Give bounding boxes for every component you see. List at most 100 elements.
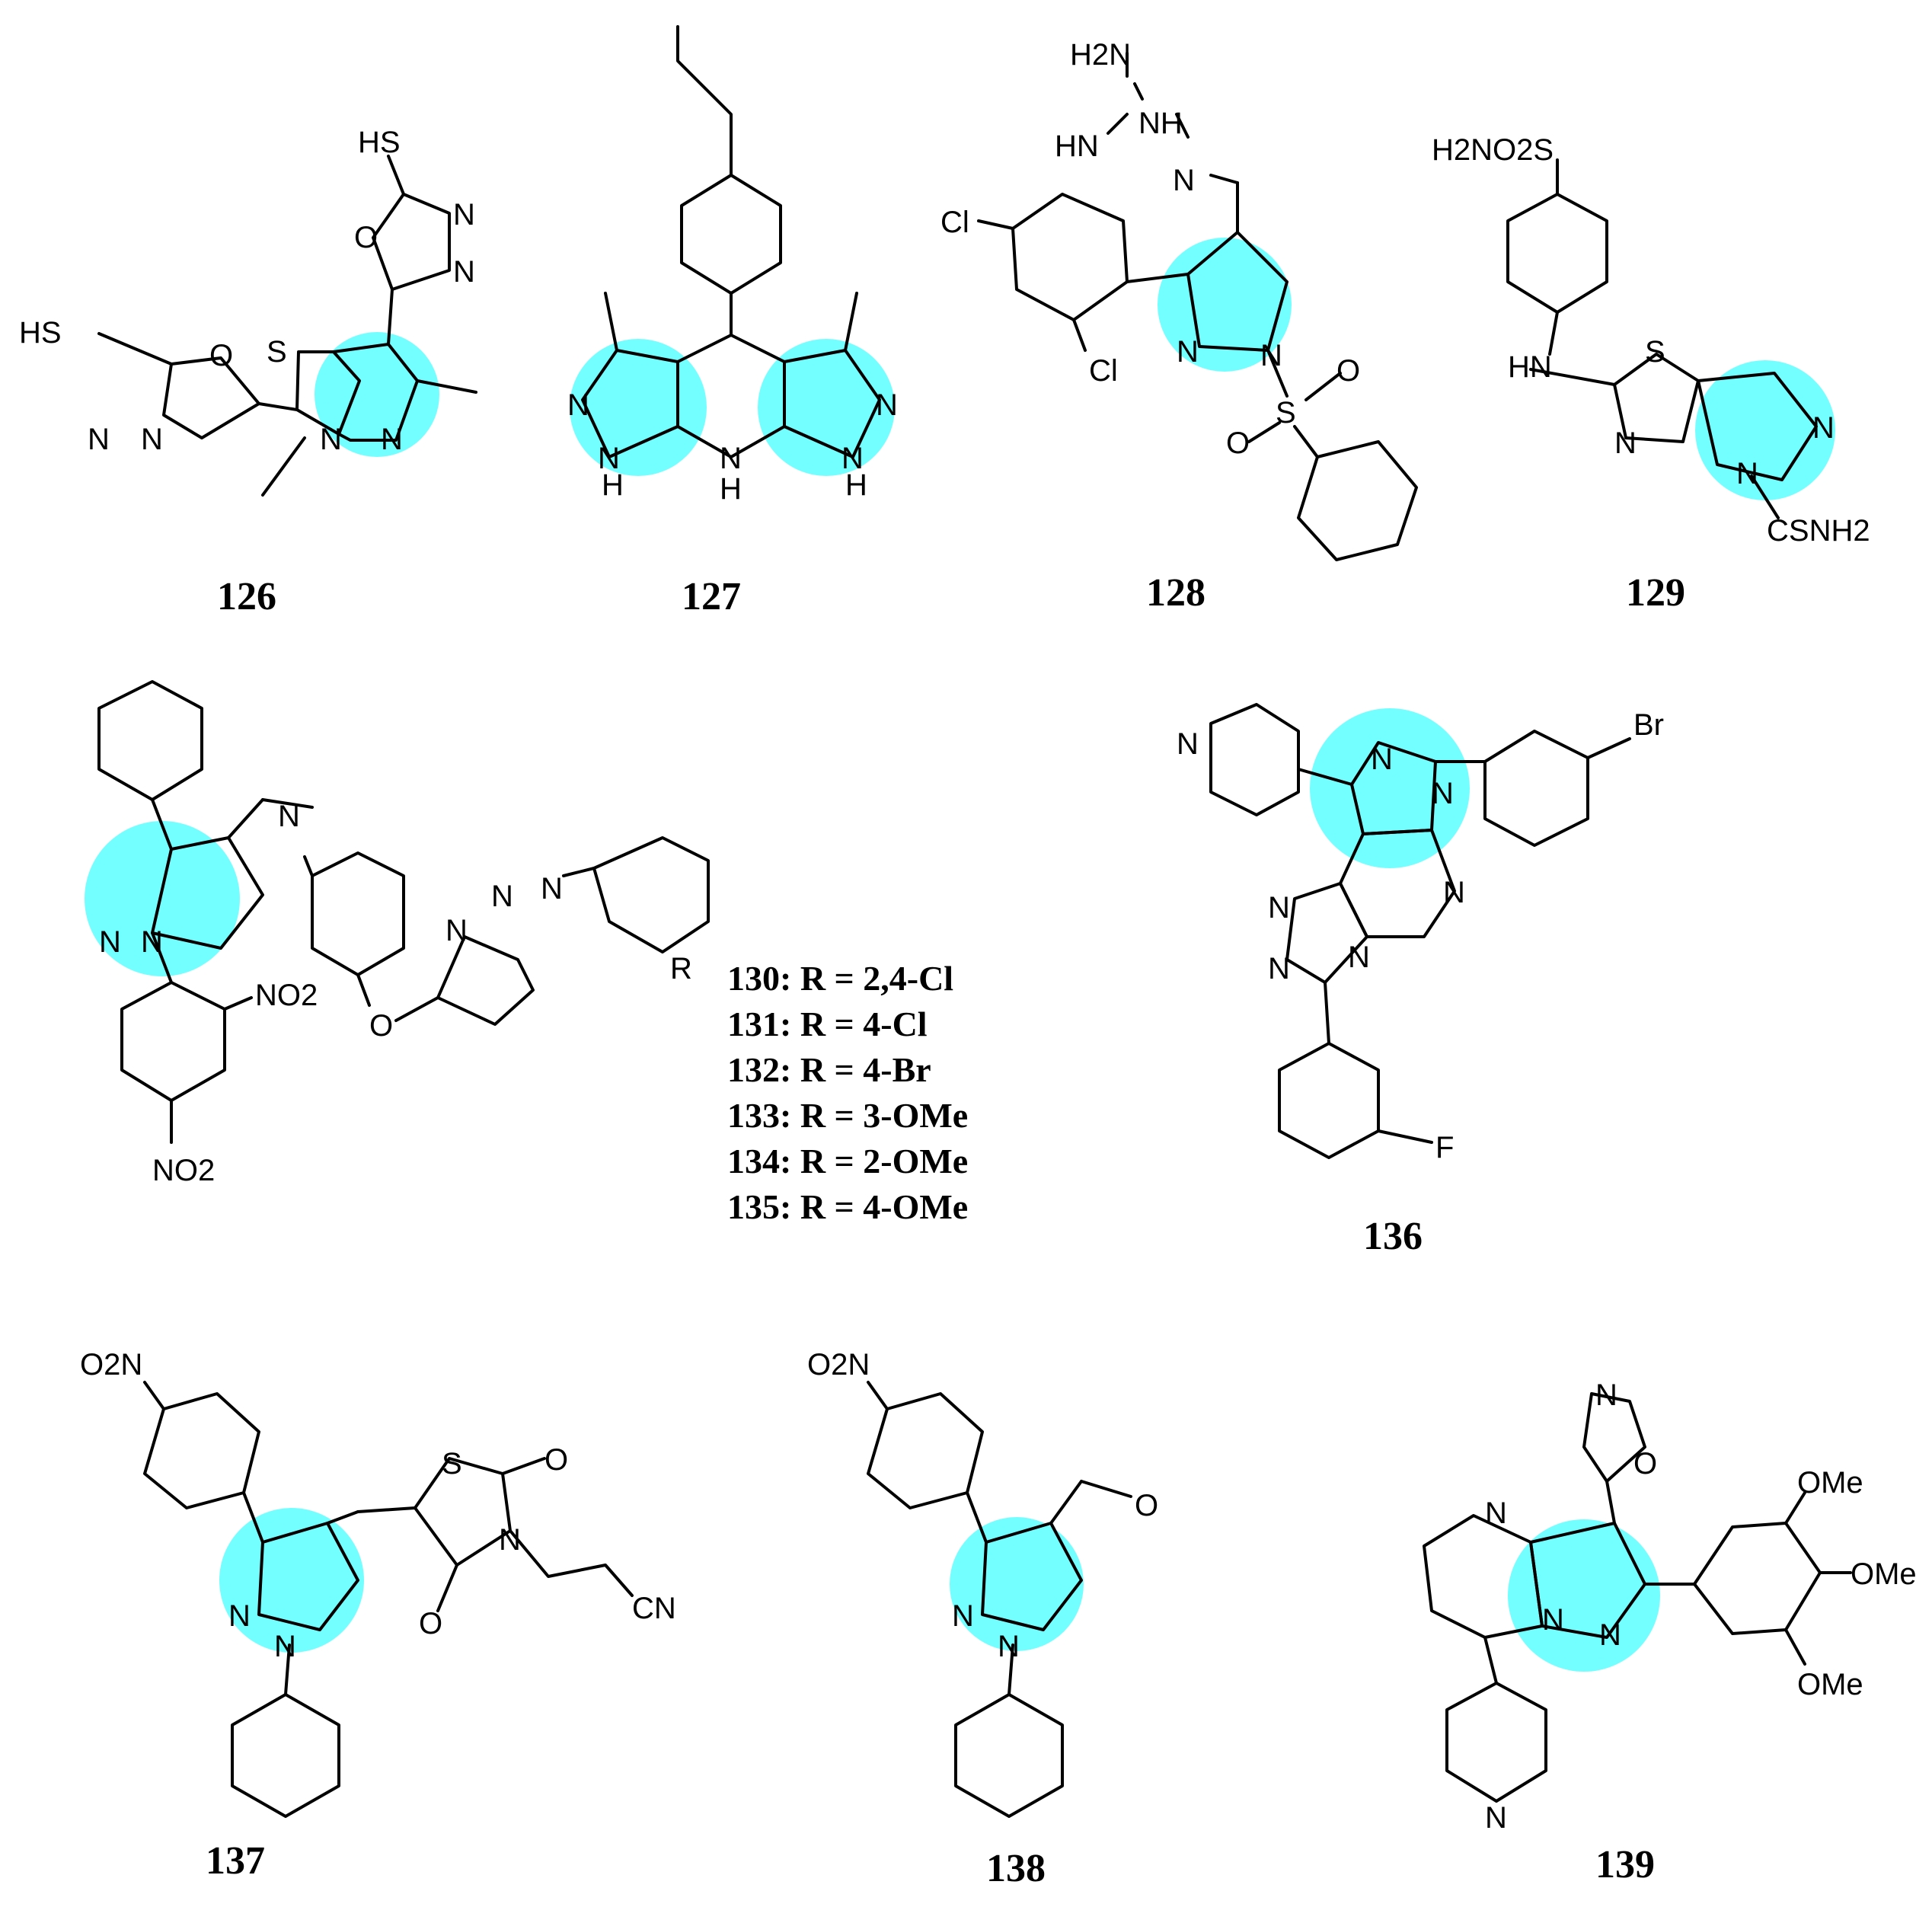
- atom-label: N: [453, 255, 475, 289]
- compound-129: H2NO2S HN S N N N CSNH2 129: [1432, 133, 1870, 615]
- atom-label: H2N: [1070, 38, 1131, 72]
- r-group-table: 130: R = 2,4-Cl 131: R = 4-Cl 132: R = 4…: [727, 959, 968, 1226]
- atom-label: S: [442, 1447, 462, 1481]
- atom-label: NO2: [255, 979, 318, 1012]
- atom-label: N: [1485, 1497, 1507, 1530]
- compound-label: 129: [1626, 571, 1685, 615]
- atom-label: O: [1633, 1447, 1657, 1481]
- atom-label: N: [598, 442, 620, 475]
- compound-label: 126: [217, 575, 276, 618]
- atom-label: HS: [358, 126, 401, 159]
- atom-label: O: [1135, 1489, 1158, 1522]
- atom-label: N: [841, 442, 864, 475]
- atom-label: N: [1268, 952, 1290, 985]
- compound-137: O2N S O N O CN N N 137: [80, 1348, 676, 1883]
- r-group-row: 135: R = 4-OMe: [727, 1187, 968, 1226]
- compound-126: HS O N N HS O N N S N N 126: [19, 126, 477, 618]
- atom-label: N: [1599, 1618, 1621, 1652]
- atom-label: CN: [632, 1592, 676, 1625]
- atom-label: NO2: [152, 1154, 215, 1187]
- atom-label: HN: [1055, 129, 1099, 163]
- atom-label: N: [228, 1599, 251, 1633]
- atom-label: N: [1371, 743, 1393, 776]
- atom-label: N: [1485, 1801, 1507, 1835]
- compound-label: 127: [682, 575, 741, 618]
- atom-label: S: [1645, 335, 1665, 369]
- compound-label: 128: [1146, 571, 1206, 615]
- compound-label: 136: [1363, 1215, 1423, 1258]
- atom-label: N: [1736, 457, 1758, 490]
- atom-label: N: [1268, 891, 1290, 925]
- atom-label: N: [1173, 164, 1195, 197]
- atom-label: N: [320, 423, 342, 456]
- atom-label: N: [876, 388, 898, 422]
- atom-label: R: [670, 952, 692, 985]
- r-group-row: 133: R = 3-OMe: [727, 1096, 968, 1135]
- atom-label: N: [99, 925, 121, 959]
- atom-label: HS: [19, 316, 62, 350]
- atom-label: N: [491, 880, 513, 913]
- atom-label: N: [1260, 339, 1282, 372]
- atom-label: O: [419, 1607, 442, 1640]
- atom-label: NH: [1138, 107, 1183, 140]
- atom-label: H: [602, 468, 624, 502]
- atom-label: Cl: [940, 206, 969, 239]
- atom-label: N: [499, 1523, 521, 1557]
- atom-label: O2N: [80, 1348, 142, 1382]
- atom-label: N: [1542, 1603, 1564, 1637]
- r-group-row: 134: R = 2-OMe: [727, 1142, 968, 1180]
- compound-139: N O N N N N OMe OMe OMe 139: [1423, 1378, 1917, 1886]
- atom-label: Br: [1633, 708, 1664, 742]
- atom-label: N: [1432, 777, 1454, 810]
- atom-label: N: [541, 872, 563, 906]
- atom-label: N: [1614, 426, 1637, 460]
- atom-label: OMe: [1797, 1466, 1863, 1500]
- r-group-row: 132: R = 4-Br: [727, 1050, 931, 1089]
- atom-label: OMe: [1797, 1668, 1863, 1701]
- atom-label: F: [1435, 1131, 1454, 1164]
- atom-label: O: [369, 1009, 393, 1043]
- pyrazole-highlight: [570, 339, 707, 476]
- atom-label: N: [998, 1630, 1020, 1663]
- atom-label: N: [1177, 335, 1199, 369]
- pyrazole-highlight: [1695, 360, 1835, 500]
- atom-label: O2N: [807, 1348, 870, 1382]
- atom-label: H: [720, 472, 742, 506]
- atom-label: O: [1226, 426, 1250, 460]
- atom-label: N: [88, 423, 110, 456]
- compound-label: 139: [1595, 1843, 1655, 1886]
- atom-label: N: [274, 1630, 296, 1663]
- compound-127: N N H N H N N H 127: [567, 25, 898, 618]
- r-group-row: 131: R = 4-Cl: [727, 1005, 928, 1043]
- atom-label: O: [1336, 354, 1360, 388]
- atom-label: OMe: [1851, 1557, 1917, 1591]
- atom-label: N: [381, 423, 403, 456]
- atom-label: HN: [1508, 350, 1552, 384]
- compound-128: H2N NH HN N Cl Cl N N S O O 128: [940, 38, 1418, 615]
- compound-136: N N N Br N N N N F 136: [1177, 703, 1664, 1258]
- pyrazole-highlight: [1310, 708, 1470, 868]
- atom-label: H: [845, 468, 867, 502]
- atom-label: S: [1276, 396, 1296, 430]
- atom-label: O: [354, 221, 378, 254]
- compound-130-135: N N N NO2 NO2 O N N N R: [85, 680, 710, 1187]
- atom-label: N: [1177, 727, 1199, 761]
- atom-label: N: [720, 442, 742, 475]
- atom-label: O: [544, 1443, 568, 1477]
- atom-label: N: [567, 388, 589, 422]
- atom-label: N: [1348, 941, 1370, 974]
- atom-label: N: [141, 423, 163, 456]
- atom-label: N: [278, 800, 300, 833]
- compound-138: O2N O N N 138: [807, 1348, 1158, 1890]
- atom-label: N: [952, 1599, 974, 1633]
- pyrazole-highlight: [219, 1508, 364, 1653]
- atom-label: H2NO2S: [1432, 133, 1554, 167]
- pyrazole-highlight: [85, 821, 240, 976]
- r-group-row: 130: R = 2,4-Cl: [727, 959, 953, 998]
- compound-label: 138: [986, 1847, 1046, 1890]
- atom-label: Cl: [1089, 354, 1118, 388]
- compound-label: 137: [206, 1839, 265, 1883]
- atom-label: CSNH2: [1767, 514, 1870, 548]
